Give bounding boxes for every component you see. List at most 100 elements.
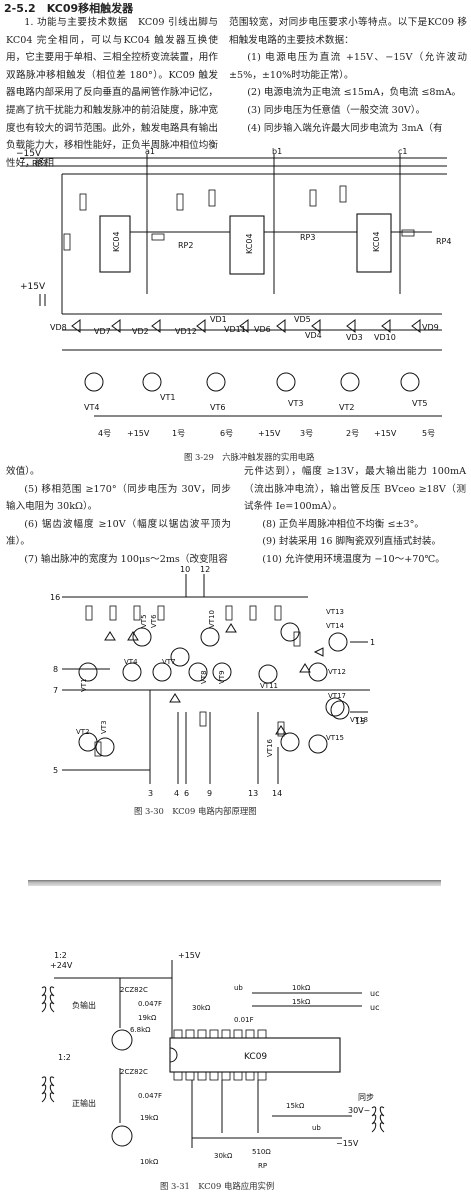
pin-13: 13 bbox=[248, 789, 258, 798]
vt7: VT7 bbox=[162, 658, 176, 666]
res-510-b: 19kΩ bbox=[140, 1114, 159, 1122]
out-1: 1号 bbox=[172, 429, 185, 438]
left-column: 1. 功能与主要技术数据 KC09 引线出脚与KC04 完全相同，可以与KC04… bbox=[6, 14, 218, 172]
pin-10: 10 bbox=[180, 565, 190, 574]
diode-vd9: VD9 bbox=[422, 323, 439, 332]
ratio-bottom: 1:2 bbox=[58, 1053, 71, 1062]
diode-top: 2CZ82C bbox=[120, 986, 148, 994]
vt17: VT17 bbox=[328, 692, 346, 700]
diode-vd1: VD1 bbox=[210, 315, 227, 324]
pin-16: 16 bbox=[50, 593, 60, 602]
chip-kc04-1: KC04 bbox=[112, 231, 121, 252]
node-c1: c1 bbox=[398, 147, 408, 156]
signal-uc: uc bbox=[370, 989, 379, 998]
spec-1: (1) 电源电压为直流 +15V、−15V（允许波动±5%，±10%时功能正常）… bbox=[229, 52, 467, 81]
res-10k-top: 10kΩ bbox=[292, 984, 311, 992]
transistor-vt1: VT1 bbox=[160, 393, 175, 402]
section-heading: 2-5.2 KC09移相触发器 bbox=[4, 0, 133, 16]
spec-5: (5) 移相范围 ≥170°（同步电压为 30V，同步输入电阻为 30kΩ）。 bbox=[6, 483, 231, 513]
cap-001f: ub bbox=[234, 984, 243, 992]
pin-1: 1 bbox=[370, 638, 375, 647]
spec-10: (10) 允许使用环境温度为 −10～+70℃。 bbox=[262, 553, 445, 565]
vt8: VT8 bbox=[200, 670, 208, 684]
vt6: VT6 bbox=[150, 614, 158, 628]
node-a1: a1 bbox=[145, 147, 155, 156]
spec-3: (3) 同步电压为任意值（一般交流 30V）。 bbox=[247, 104, 426, 116]
pin-9: 9 bbox=[207, 789, 212, 798]
out-15v-b: +15V bbox=[258, 429, 281, 438]
vt3: VT3 bbox=[100, 720, 108, 734]
chip-kc09: KC09 bbox=[244, 1052, 267, 1062]
paragraph-intro: 1. 功能与主要技术数据 KC09 引线出脚与KC04 完全相同，可以与KC04… bbox=[6, 17, 218, 169]
pin-7: 7 bbox=[53, 686, 58, 695]
pin-3: 3 bbox=[148, 789, 153, 798]
out-6: 6号 bbox=[220, 429, 233, 438]
rail-pos15: +15V bbox=[20, 282, 46, 292]
transistor-vt3: VT3 bbox=[288, 399, 303, 408]
pin-6: 6 bbox=[184, 789, 189, 798]
pin-14: 14 bbox=[272, 789, 282, 798]
mid-right-column: 元件达到），幅度 ≥13V，最大输出能力 100mA（流出脉冲电流），输出管反压… bbox=[244, 463, 466, 569]
diode-vd4: VD4 bbox=[305, 331, 322, 340]
section-title: KC09移相触发器 bbox=[46, 2, 134, 15]
diode-vd5: VD5 bbox=[294, 315, 311, 324]
out-3: 3号 bbox=[300, 429, 313, 438]
out-5: 5号 bbox=[422, 429, 435, 438]
pot-rp: RP bbox=[258, 1162, 267, 1170]
diode-vd10: VD10 bbox=[374, 333, 396, 342]
vt13: VT13 bbox=[326, 608, 344, 616]
cap-0047f: 0.01F bbox=[234, 1016, 254, 1024]
right-column: 范围较宽，对同步电压要求小等特点。以下是KC09 移相触发电路的主要技术数据： … bbox=[229, 14, 467, 137]
chip-kc04-3: KC04 bbox=[372, 231, 381, 252]
supply-15v: +15V bbox=[178, 951, 201, 960]
out-2: 2号 bbox=[346, 429, 359, 438]
figure-3-31-circuit: 1:2 +24V 1:2 负输出 正输出 2CZ82C 2CZ82C 0.047… bbox=[41, 951, 385, 1170]
res-510: 19kΩ bbox=[138, 1014, 157, 1022]
pin-12: 12 bbox=[200, 565, 210, 574]
pot-rp2: RP2 bbox=[178, 241, 193, 250]
spec-8: (8) 正负半周脉冲相位不均衡 ≤±3°。 bbox=[262, 518, 425, 530]
pot-rp4: RP4 bbox=[436, 237, 451, 246]
vt10: VT10 bbox=[208, 610, 216, 628]
res-30k-top: 30kΩ bbox=[192, 1004, 211, 1012]
spec-4: (4) 同步输入端允许最大同步电流为 3mA（有 bbox=[247, 122, 443, 134]
page-divider bbox=[28, 880, 441, 886]
spec-7-cont: 元件达到），幅度 ≥13V，最大输出能力 100mA（流出脉冲电流），输出管反压… bbox=[244, 466, 466, 513]
res-15k-top: 15kΩ bbox=[292, 998, 311, 1006]
chip-kc04-2: KC04 bbox=[245, 233, 254, 254]
transistor-vt6: VT6 bbox=[210, 403, 225, 412]
transistor-vt5: VT5 bbox=[412, 399, 427, 408]
vt15: VT15 bbox=[326, 734, 344, 742]
label-30vac: 30V~ bbox=[348, 1106, 370, 1115]
spec-4-cont: 效值）。 bbox=[6, 466, 40, 477]
figure-3-31-caption: 图 3-31 KC09 电路应用实例 bbox=[160, 1181, 275, 1191]
vt11: VT11 bbox=[260, 682, 278, 690]
diode-vd7: VD7 bbox=[94, 327, 111, 336]
mid-left-column: 效值）。 (5) 移相范围 ≥170°（同步电压为 30V，同步输入电阻为 30… bbox=[6, 463, 231, 569]
spec-2: (2) 电源电流为正电流 ≤15mA，负电流 ≤8mA。 bbox=[247, 87, 462, 99]
diode-vd12: VD12 bbox=[175, 327, 197, 336]
transistor-vt4: VT4 bbox=[84, 403, 99, 412]
vt9: VT9 bbox=[218, 670, 226, 684]
vt5: VT5 bbox=[140, 614, 148, 628]
section-number: 2-5.2 bbox=[4, 2, 36, 15]
res-30k-bottom: 30kΩ bbox=[214, 1152, 233, 1160]
diode-vd6: VD6 bbox=[254, 325, 271, 334]
pot-rp3: RP3 bbox=[300, 233, 315, 242]
diode-bottom: 2CZ82C bbox=[120, 1068, 148, 1076]
transistor-vt2: VT2 bbox=[339, 403, 354, 412]
diode-vd8: VD8 bbox=[50, 323, 67, 332]
out-4: 4号 bbox=[98, 429, 111, 438]
vt1: VT1 bbox=[80, 678, 88, 692]
cap-001f-b: ub bbox=[312, 1124, 321, 1132]
pin-15: 15 bbox=[355, 717, 365, 726]
spec-6: (6) 锯齿波幅度 ≥10V（幅度以锯齿波平顶为准）。 bbox=[6, 518, 231, 548]
diode-vd2: VD2 bbox=[132, 327, 149, 336]
label-sync: 同步 bbox=[358, 1093, 374, 1102]
pin-4: 4 bbox=[174, 789, 179, 798]
vt18: VT18 bbox=[350, 716, 368, 724]
label-neg15v: −15V bbox=[336, 1139, 359, 1148]
res-15k-bottom: 15kΩ bbox=[286, 1102, 305, 1110]
figure-3-30-caption: 图 3-30 KC09 电路内部原理图 bbox=[134, 806, 257, 816]
vt16: VT16 bbox=[266, 738, 274, 757]
